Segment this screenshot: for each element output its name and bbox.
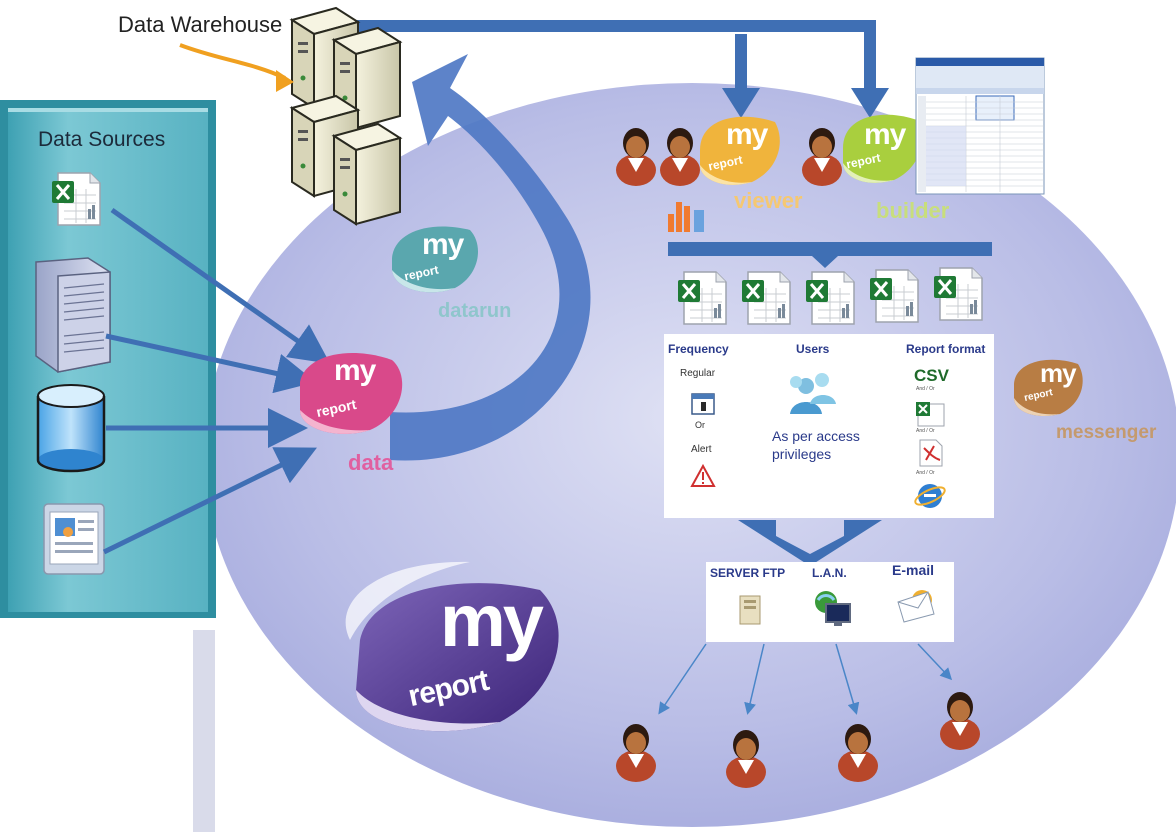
lan-icon — [815, 591, 851, 626]
datarun-logo-my: my — [422, 228, 464, 261]
warehouse-arrows — [344, 20, 889, 118]
chevron-down-arrow — [738, 520, 882, 566]
pdf-icon — [919, 439, 943, 467]
messenger-module-label: messenger — [1056, 422, 1157, 443]
builder-logo-my: my — [864, 118, 906, 151]
lan-label: L.A.N. — [812, 566, 847, 580]
viewer-logo-my: my — [726, 118, 768, 151]
datarun-logo — [392, 226, 478, 293]
main-logo-my: my — [440, 579, 544, 662]
data-module-label: data — [348, 450, 394, 475]
source-arrows — [102, 207, 331, 555]
excel-format-icon — [916, 402, 945, 427]
email-label: E-mail — [892, 562, 935, 578]
messenger-logo — [1014, 359, 1083, 417]
andor-label-2: And / Or — [916, 428, 935, 434]
internet-explorer-icon — [914, 484, 946, 508]
ftp-server-icon — [739, 595, 761, 625]
bar-chart-icon — [668, 202, 704, 232]
report-format-title: Report format — [906, 342, 986, 356]
data-warehouse-servers — [291, 7, 401, 225]
alert-icon — [690, 463, 716, 487]
data-logo-my: my — [334, 354, 376, 387]
csv-label: CSV — [914, 366, 949, 385]
mainframe-icon — [35, 257, 111, 373]
andor-label-1: And / Or — [916, 386, 935, 392]
distribution-bar — [668, 242, 992, 256]
andor-label-3: And / Or — [916, 470, 935, 476]
datarun-module-label: datarun — [438, 300, 512, 322]
users-title: Users — [796, 342, 830, 356]
database-icon — [36, 384, 106, 473]
frequency-or: Or — [695, 420, 705, 430]
viewer-module-label: viewer — [734, 188, 803, 213]
frequency-title: Frequency — [668, 342, 729, 356]
datarun-loop-arrow — [390, 54, 591, 461]
excel-screenshot — [915, 57, 1045, 195]
delivery-arrows — [658, 643, 953, 715]
users-text-line2: privileges — [772, 446, 832, 462]
users-group-icon — [790, 373, 836, 414]
email-icon — [897, 590, 935, 623]
builder-module-label: builder — [876, 198, 950, 223]
users-text-line1: As per access — [772, 428, 860, 444]
data-sources-title: Data Sources — [38, 128, 166, 151]
calendar-icon — [691, 393, 715, 415]
excel-source-icon — [50, 171, 102, 227]
frequency-regular: Regular — [680, 368, 716, 379]
data-warehouse-label: Data Warehouse — [118, 12, 283, 37]
main-myreport-logo — [345, 561, 559, 732]
builder-logo — [843, 114, 922, 183]
frequency-alert: Alert — [691, 444, 712, 455]
data-logo — [300, 353, 403, 434]
messenger-logo-my: my — [1040, 358, 1077, 388]
viewer-logo — [700, 116, 780, 185]
ftp-label: SERVER FTP — [710, 566, 786, 580]
application-icon — [43, 503, 105, 575]
